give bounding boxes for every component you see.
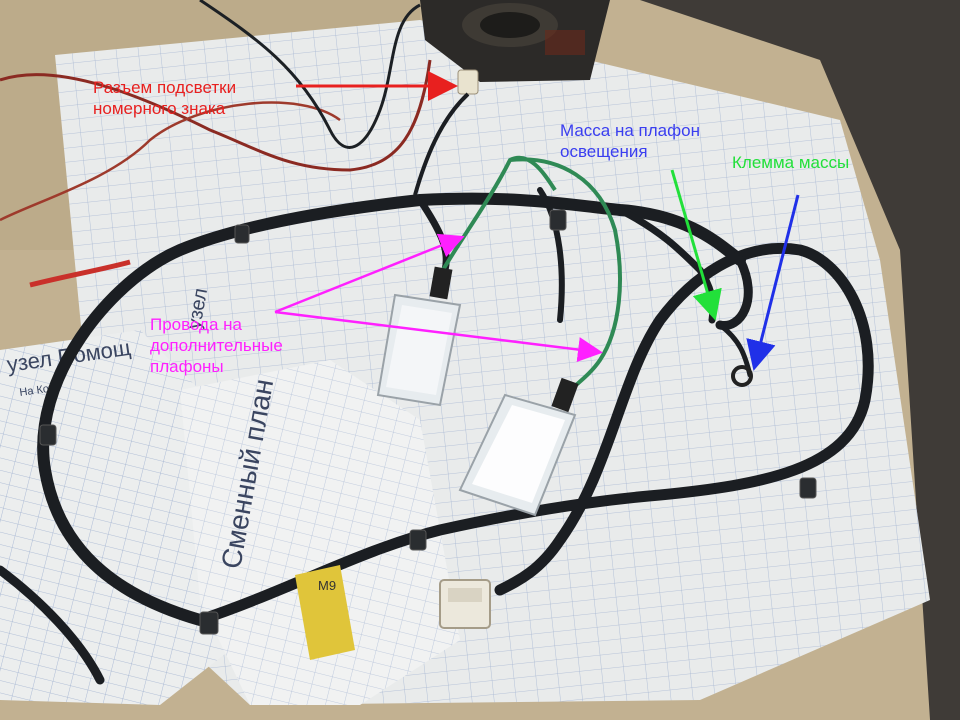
plate-light-connector xyxy=(413,69,479,196)
extra-lamp-2 xyxy=(458,377,579,517)
probe-wire-black xyxy=(199,0,421,149)
arrow-wires-2 xyxy=(274,310,603,362)
probe-wire-red xyxy=(0,59,432,172)
ground-terminal-ring xyxy=(731,365,753,387)
arrow-wires-1 xyxy=(274,233,465,314)
yellow-tag-text: М9 xyxy=(318,578,336,593)
arrow-ground-terminal xyxy=(746,194,800,371)
label-lamp-ground: Масса на плафон освещения xyxy=(560,121,700,161)
arrow-lamp-ground xyxy=(670,169,722,321)
paper-heading-small: На Кот xyxy=(19,382,55,399)
dark-background xyxy=(640,0,960,720)
probe-tip xyxy=(29,259,131,288)
label-ground-terminal: Клемма массы xyxy=(732,153,850,172)
extra-lamp-1 xyxy=(376,266,462,407)
multimeter xyxy=(420,0,610,82)
label-plate-light-connector: Разъем подсветки номерного знака xyxy=(93,78,237,118)
white-connector xyxy=(439,579,491,629)
green-wire-2 xyxy=(509,157,622,397)
label-extra-lamp-wires: Провода на дополнительные плафоны xyxy=(150,315,283,376)
probe-wire-red-2 xyxy=(0,101,341,222)
yellow-tag: М9 xyxy=(295,565,355,660)
harness-clips xyxy=(39,209,817,635)
